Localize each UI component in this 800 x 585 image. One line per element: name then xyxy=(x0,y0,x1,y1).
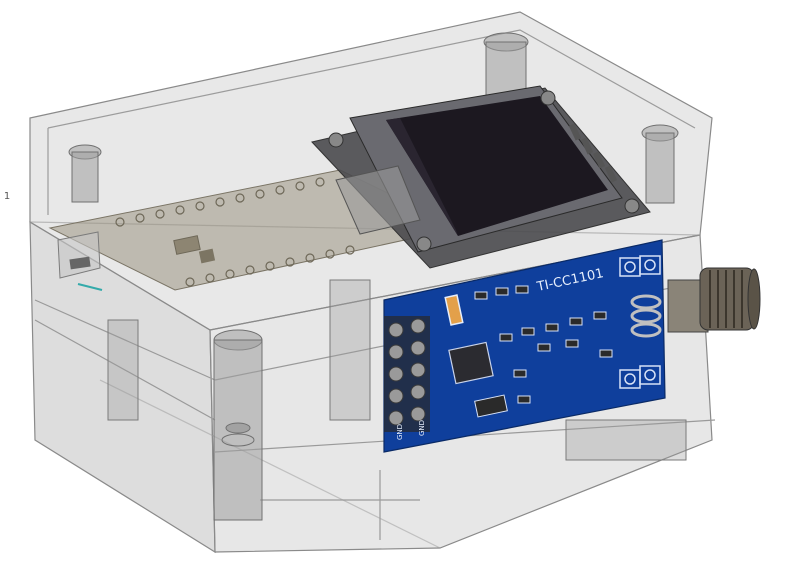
rf-pin-label-gnd-right: GND xyxy=(418,420,426,436)
rf-pin-label-gnd-left: GND xyxy=(396,424,404,440)
browser-sidebar-marker: 1 xyxy=(3,191,11,202)
rf-pin-header xyxy=(384,316,430,432)
rf-inductor-coil xyxy=(630,294,662,338)
display-mount-holes xyxy=(328,90,640,252)
sma-connector xyxy=(667,267,761,333)
display-ribbon xyxy=(335,165,421,235)
pcb-pad-rows xyxy=(115,177,355,287)
rf-module-cc1101: TI-CC1101 xyxy=(383,239,666,453)
rf-ground-pads xyxy=(619,255,661,389)
pcb-ic-chip xyxy=(173,235,201,255)
rf-transceiver-ic xyxy=(448,341,494,385)
usb-connector xyxy=(57,231,103,291)
standoff-posts xyxy=(68,32,679,521)
display-header-pins xyxy=(568,123,618,183)
enclosure-cutouts xyxy=(107,279,687,461)
rf-smd-components xyxy=(474,285,613,404)
rf-oscillator xyxy=(474,394,508,418)
rf-crystal xyxy=(444,294,464,326)
oled-display-module xyxy=(311,85,651,269)
